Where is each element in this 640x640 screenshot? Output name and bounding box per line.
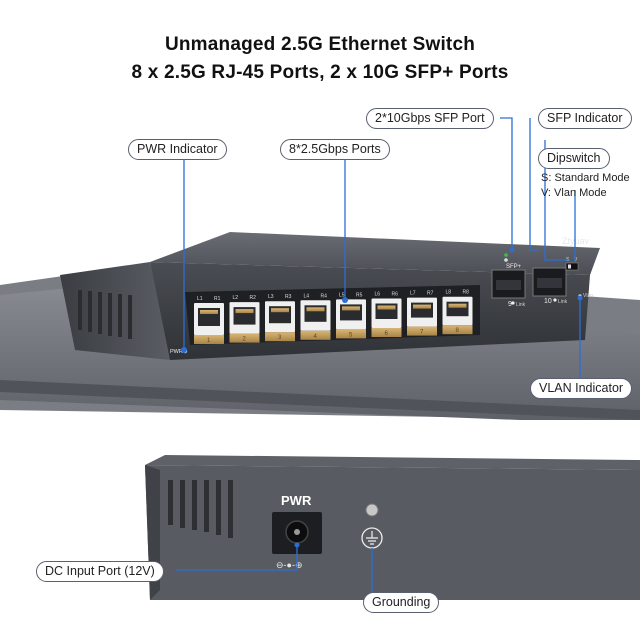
rj45-port-number: 2 (243, 337, 247, 343)
rj45-port-5 (336, 299, 366, 339)
callout-dots (181, 247, 583, 548)
dc-input-callout: DC Input Port (12V) (36, 561, 164, 582)
title-line-2: 8 x 2.5G RJ-45 Ports, 2 x 10G SFP+ Ports (131, 62, 509, 83)
link-label-9: Link (516, 302, 526, 308)
sfp-label: SFP+ (506, 264, 522, 270)
legend-led-green (504, 253, 508, 257)
sfp-led-9 (511, 301, 515, 305)
vlan-indicator-callout: VLAN Indicator (530, 378, 633, 399)
rj45-port-3 (265, 301, 295, 342)
brand-label: Ztyuav (562, 236, 590, 246)
grounding-callout: Grounding (363, 592, 440, 613)
rj45-top-label: R3 (285, 294, 292, 300)
rj45-port-2 (229, 302, 260, 343)
platform-edge (0, 380, 640, 420)
sfp-number-9: 9 (508, 301, 512, 308)
rj45-top-label: R4 (321, 293, 328, 299)
rj45-port-8 (442, 296, 473, 335)
pwr-label: PWR (170, 349, 183, 355)
legend-led-white (504, 258, 508, 262)
rj45-port-1 (194, 303, 224, 344)
rj45-port-numbers: 1 2 3 4 5 6 7 8 (207, 328, 460, 344)
rj45-port-number: 6 (385, 331, 389, 337)
rj45-top-label: L8 (446, 290, 452, 296)
dipswitch-callout: Dipswitch (538, 148, 610, 169)
rj45-ports (194, 296, 473, 344)
rj45-top-labels: L1 R1 L2 R2 L3 R3 L4 R4 L5 R5 L6 R6 L7 R7 L8 R8 (197, 290, 469, 302)
rj45-port-4 (300, 300, 331, 340)
rj45-top-label: L6 (375, 292, 381, 298)
vlan-label: Vlan (583, 293, 593, 299)
dipswitch (565, 262, 579, 271)
grounding-screw (365, 503, 379, 517)
rj45-ports-callout: 8*2.5Gbps Ports (280, 139, 390, 160)
rj45-top-label: L5 (339, 292, 345, 298)
rj45-top-label: R2 (250, 295, 257, 301)
rear-vents (168, 480, 233, 538)
switch-top (150, 232, 600, 275)
rj45-top-label: R8 (463, 290, 470, 296)
rj45-top-label: L1 (197, 296, 203, 302)
switch-left-side (60, 262, 170, 360)
rj45-port-number: 8 (456, 328, 460, 334)
pwr-indicator-callout: PWR Indicator (128, 139, 227, 160)
rj45-port-number: 3 (278, 335, 282, 341)
rj45-top-label: R5 (356, 292, 363, 298)
sfp-led-10 (553, 298, 557, 302)
sfp-indicator-callout: SFP Indicator (538, 108, 632, 129)
rj45-top-label: L2 (233, 295, 239, 301)
rj45-top-label: R7 (427, 291, 434, 297)
polarity-symbol: ⊖-●-⊕ (276, 560, 303, 570)
rj45-top-label: R6 (392, 292, 399, 298)
vlan-mode-note: V: Vlan Mode (541, 187, 607, 199)
rj45-port-6 (371, 298, 402, 337)
rj45-port-7 (407, 297, 437, 336)
rj45-port-number: 5 (349, 332, 353, 338)
rear-pwr-label: PWR (281, 493, 312, 508)
title-line-1: Unmanaged 2.5G Ethernet Switch (164, 34, 476, 55)
rj45-top-label: L7 (410, 291, 416, 297)
sfp-number-10: 10 (544, 298, 552, 305)
link-label-10: Link (558, 299, 568, 305)
rj45-port-number: 1 (207, 338, 211, 344)
side-vents (78, 290, 132, 339)
sfp-ports (491, 267, 567, 299)
rj45-port-number: 7 (420, 330, 424, 336)
standard-mode-note: S: Standard Mode (541, 172, 630, 184)
sfp-port-callout: 2*10Gbps SFP Port (366, 108, 494, 129)
dip-v: V (574, 257, 578, 263)
rj45-top-label: R1 (214, 296, 221, 302)
rj45-top-label: L3 (268, 294, 274, 300)
rear-face (145, 465, 640, 600)
rj45-port-number: 4 (314, 334, 318, 340)
rj45-top-label: L4 (304, 293, 310, 299)
